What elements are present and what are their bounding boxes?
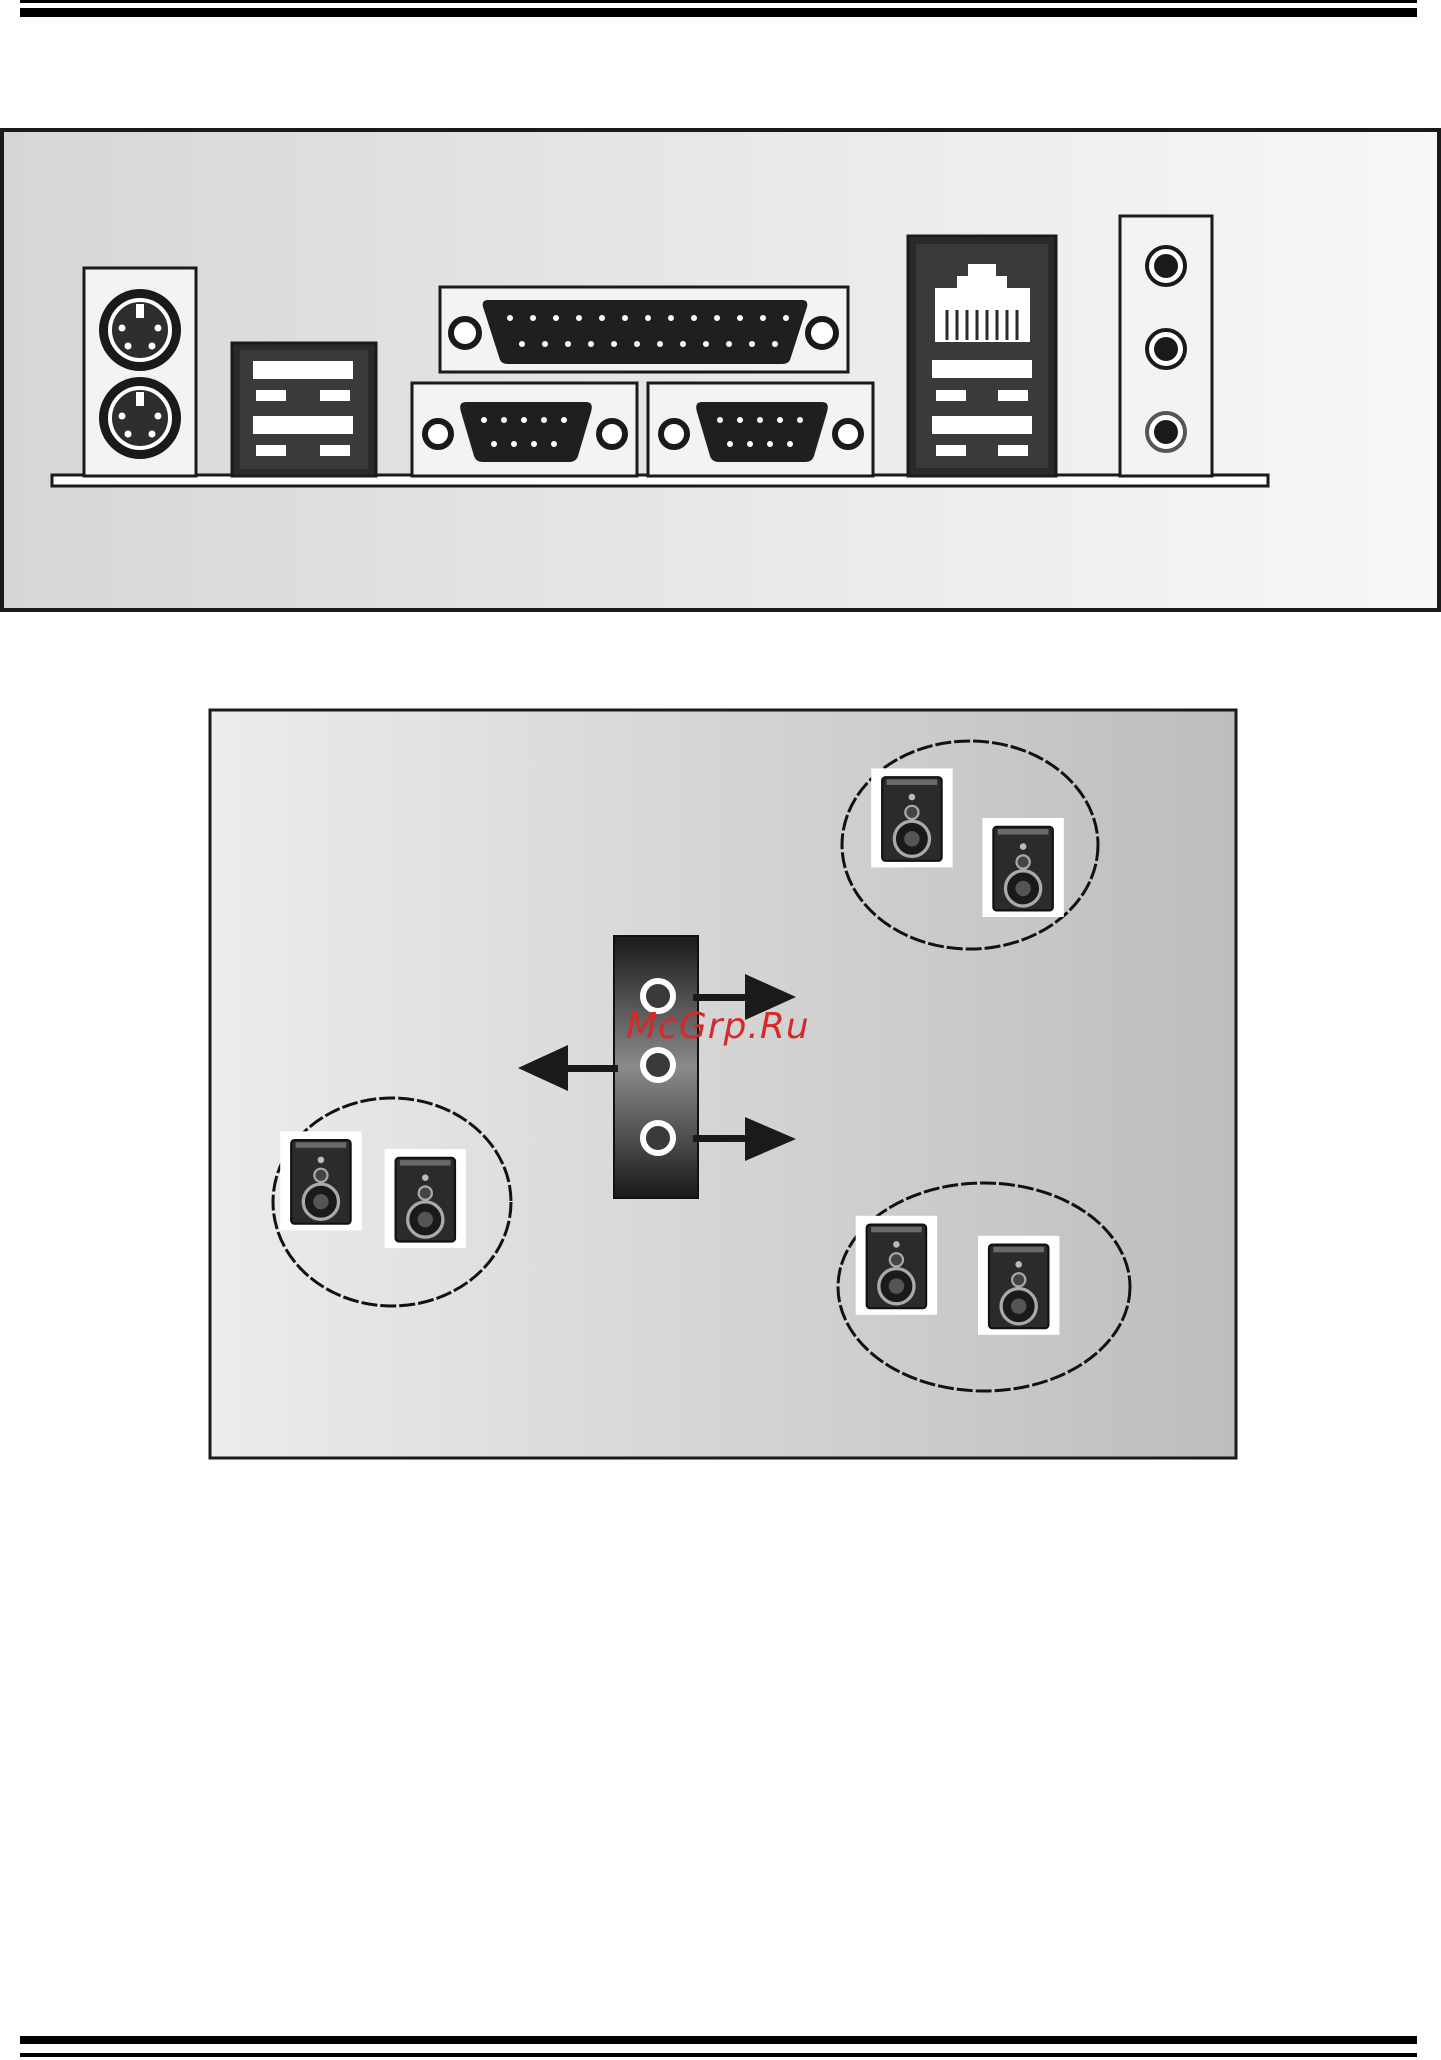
- ps2-ports-block: [84, 268, 196, 476]
- db25-port-icon: [440, 287, 848, 372]
- header-rule-thick: [20, 8, 1417, 17]
- speaker-icon: [385, 1149, 466, 1248]
- audio-jack-panel: [614, 936, 698, 1198]
- db9-port-icon: [648, 383, 873, 476]
- ps2-port-icon: [99, 377, 181, 459]
- rj45-port-icon: [908, 236, 1056, 476]
- audio-jack-icon: [643, 1123, 673, 1153]
- audio-jack-icon: [1120, 216, 1212, 476]
- rear-io-panel-diagram: [0, 128, 1441, 613]
- usb-port-icon: [232, 343, 376, 476]
- db9-port-icon: [412, 383, 637, 476]
- ps2-port-icon: [99, 289, 181, 371]
- watermark: McGrp.Ru: [626, 1006, 810, 1047]
- speaker-connection-diagram: [208, 708, 1238, 1460]
- speaker-icon: [978, 1236, 1059, 1335]
- speaker-icon: [871, 768, 952, 867]
- footer-rule-thick: [20, 2036, 1417, 2044]
- speaker-icon: [856, 1216, 937, 1315]
- footer-rule-thin: [20, 2053, 1417, 2057]
- speaker-icon: [280, 1131, 361, 1230]
- speaker-icon: [982, 818, 1063, 917]
- audio-jack-icon: [643, 1050, 673, 1080]
- header-rule-thin: [20, 0, 1417, 3]
